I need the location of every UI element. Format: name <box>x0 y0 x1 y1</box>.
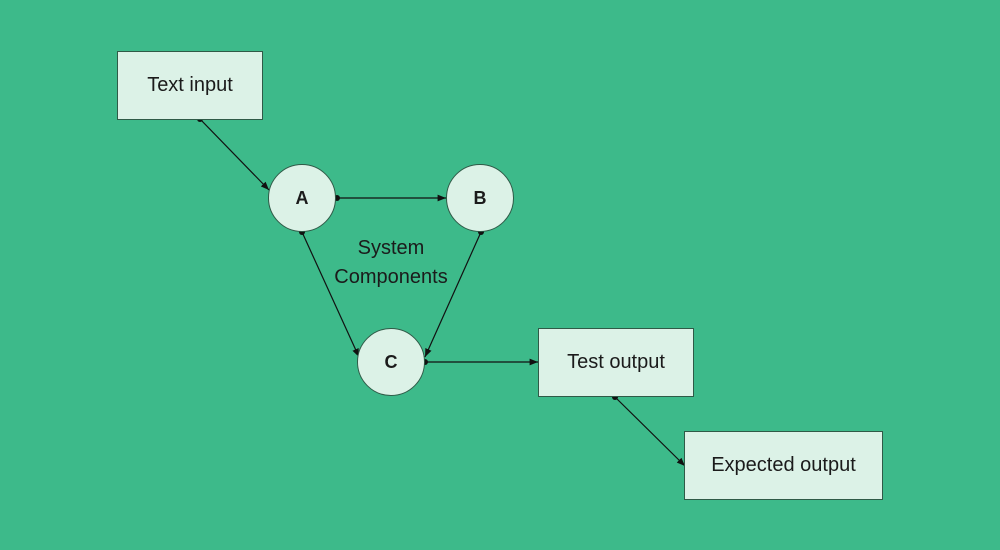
component-a-label: A <box>295 187 309 208</box>
system-components-line-2: Components <box>334 266 448 288</box>
text-input-label: Text input <box>147 74 233 96</box>
expected-output-label: Expected output <box>711 454 856 476</box>
edge-a-to-b <box>334 194 446 202</box>
component-b-node: B <box>446 164 514 232</box>
edge-text-input-to-a <box>197 116 270 191</box>
component-a-node: A <box>268 164 336 232</box>
system-components-label: System Components <box>310 234 472 292</box>
text-input-box: Text input <box>117 51 263 120</box>
component-c-node: C <box>357 328 425 396</box>
test-output-box: Test output <box>538 328 694 397</box>
edge-c-to-test-output <box>422 358 538 366</box>
system-components-line-1: System <box>357 237 425 259</box>
test-output-label: Test output <box>567 351 665 373</box>
edge-test-output-to-expected-output <box>612 394 686 467</box>
component-c-label: C <box>384 351 398 372</box>
component-b-label: B <box>473 187 487 208</box>
expected-output-box: Expected output <box>684 431 883 500</box>
